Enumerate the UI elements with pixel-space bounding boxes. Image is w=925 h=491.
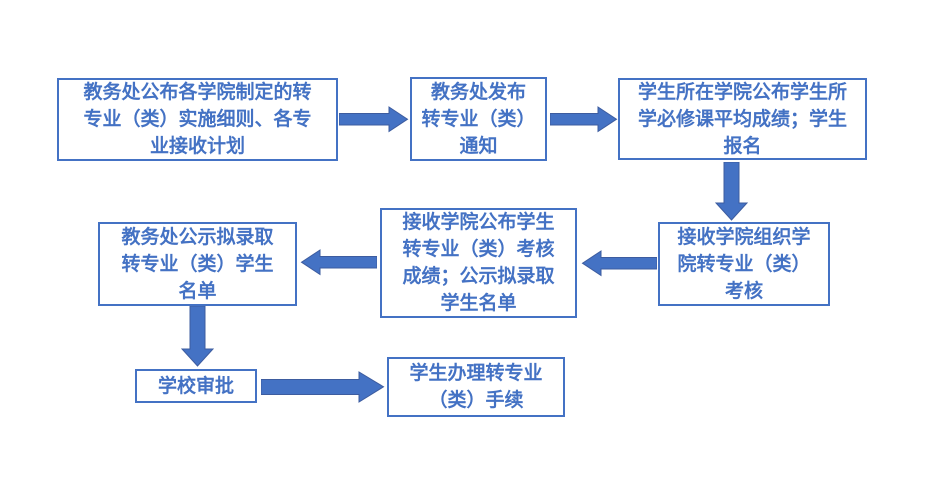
arrow-right-icon [550, 106, 618, 133]
arrow-down-icon [715, 162, 748, 221]
flow-step-label: 学生所在学院公布学生所 学必修课平均成绩；学生 报名 [637, 81, 847, 157]
flow-step-publish-assessment-results: 接收学院公布学生 转专业（类）考核 成绩；公示拟录取 学生名单 [380, 208, 577, 318]
flow-step-student-procedures: 学生办理转专业 （类）手续 [387, 357, 565, 417]
flow-step-label: 教务处发布 转专业（类） 通知 [421, 81, 536, 157]
flow-step-label: 学校审批 [157, 375, 234, 397]
arrow-left-icon [300, 249, 377, 276]
flow-step-college-assessment: 接收学院组织学 院转专业（类） 考核 [658, 222, 830, 306]
flow-step-jwc-publicity-list: 教务处公示拟录取 转专业（类）学生 名单 [98, 222, 297, 306]
flow-step-label: 学生办理转专业 （类）手续 [409, 363, 543, 411]
arrow-left-icon [581, 250, 657, 277]
flow-step-label: 接收学院公布学生 转专业（类）考核 成绩；公示拟录取 学生名单 [402, 212, 555, 314]
flow-step-label: 教务处公布各学院制定的转 专业（类）实施细则、各专 业接收计划 [83, 82, 312, 157]
flow-step-publish-grades-signup: 学生所在学院公布学生所 学必修课平均成绩；学生 报名 [618, 78, 867, 160]
flow-step-publish-rules: 教务处公布各学院制定的转 专业（类）实施细则、各专 业接收计划 [57, 78, 338, 161]
flow-step-label: 接收学院组织学 院转专业（类） 考核 [677, 226, 811, 302]
arrow-down-icon [181, 306, 214, 367]
flow-step-release-notice: 教务处发布 转专业（类） 通知 [410, 77, 547, 161]
flow-step-label: 教务处公示拟录取 转专业（类）学生 名单 [121, 226, 274, 302]
arrow-right-icon [261, 371, 385, 403]
arrow-right-icon [339, 106, 409, 133]
flow-step-school-approval: 学校审批 [135, 369, 257, 403]
